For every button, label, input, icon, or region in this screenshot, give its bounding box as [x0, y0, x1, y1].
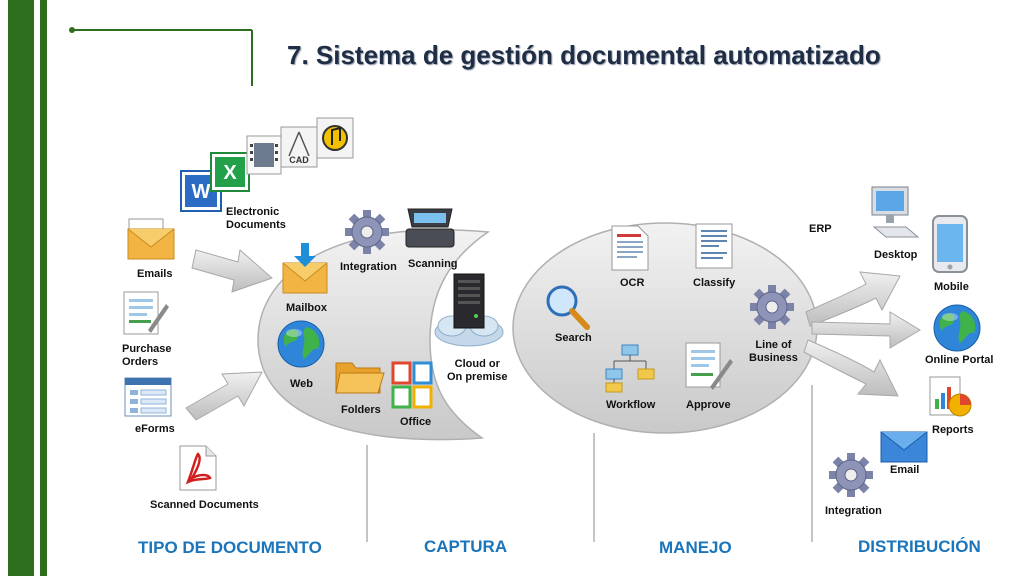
page-title: 7. Sistema de gestión documental automat… [287, 40, 881, 70]
gear-icon [345, 210, 389, 254]
arrow-electronic-to-capture [191, 249, 273, 293]
svg-text:W: W [192, 181, 211, 203]
reports-label: Reports [932, 424, 974, 436]
desktop-computer-icon [871, 186, 920, 238]
pdf-icon [179, 445, 217, 491]
section-manejo: MANEJO [659, 538, 732, 557]
arrow-to-portal [811, 311, 921, 349]
search-label: Search [555, 332, 592, 344]
mobile-label: Mobile [934, 281, 969, 293]
reports-icon [929, 376, 972, 417]
approve-document-icon [685, 342, 733, 390]
film-icon [246, 135, 282, 175]
gear-icon [750, 285, 794, 329]
gear-icon [829, 453, 873, 497]
section-tipo-de-documento: TIPO DE DOCUMENTO [138, 538, 322, 557]
ocr-document-icon [611, 225, 649, 271]
eform-icon [124, 377, 172, 417]
section-captura: CAPTURA [424, 537, 508, 556]
desktop-label: Desktop [874, 249, 918, 261]
erp-label: ERP [809, 223, 832, 235]
office-icon [391, 361, 433, 409]
globe-icon [277, 320, 325, 368]
envelope-icon [880, 431, 928, 463]
office-label: Office [400, 416, 432, 428]
cloud-or-on-premise-label: Cloud or On premise [447, 358, 508, 383]
line-of-business-label: Line of Business [749, 339, 798, 364]
online-portal-label: Online Portal [925, 354, 994, 366]
audio-icon [316, 117, 354, 159]
purchase-orders-label: Purchase Orders [122, 343, 172, 368]
purchase-order-icon [123, 291, 169, 335]
classify-label: Classify [693, 277, 736, 289]
left-green-bar-wide [8, 0, 34, 576]
classify-document-icon [695, 223, 733, 269]
integration-distribution-label: Integration [825, 505, 882, 517]
scanning-label: Scanning [408, 258, 458, 270]
eforms-label: eForms [135, 423, 175, 435]
workflow-icon [605, 344, 655, 393]
section-distribucion: DISTRIBUCIÓN [858, 537, 981, 556]
svg-text:X: X [223, 162, 237, 184]
mailbox-label: Mailbox [286, 302, 327, 314]
envelope-icon [127, 218, 175, 260]
globe-icon [933, 304, 981, 352]
electronic-documents-label: Electronic Documents [226, 206, 286, 231]
scanner-icon [405, 208, 455, 248]
folders-label: Folders [341, 404, 381, 416]
svg-text:CAD: CAD [289, 155, 309, 165]
magnifier-icon [546, 285, 590, 330]
folder-icon [335, 362, 385, 394]
title-decoration [69, 27, 253, 86]
arrow-to-desktop [805, 271, 901, 327]
web-label: Web [290, 378, 314, 390]
arrow-eforms-to-capture [185, 371, 263, 421]
mailbox-icon [282, 243, 328, 294]
ocr-label: OCR [620, 277, 645, 289]
email-label: Email [890, 464, 920, 476]
arrow-to-reports [803, 339, 899, 397]
cad-icon: CAD [280, 126, 318, 168]
emails-label: Emails [137, 268, 173, 280]
workflow-label: Workflow [606, 399, 656, 411]
excel-icon: X [210, 152, 250, 192]
server-cloud-icon [434, 273, 504, 347]
mobile-phone-icon [932, 215, 968, 273]
integration-capture-label: Integration [340, 261, 397, 273]
scanned-documents-label: Scanned Documents [150, 499, 259, 511]
left-green-bar-thin [40, 0, 47, 576]
approve-label: Approve [686, 399, 731, 411]
